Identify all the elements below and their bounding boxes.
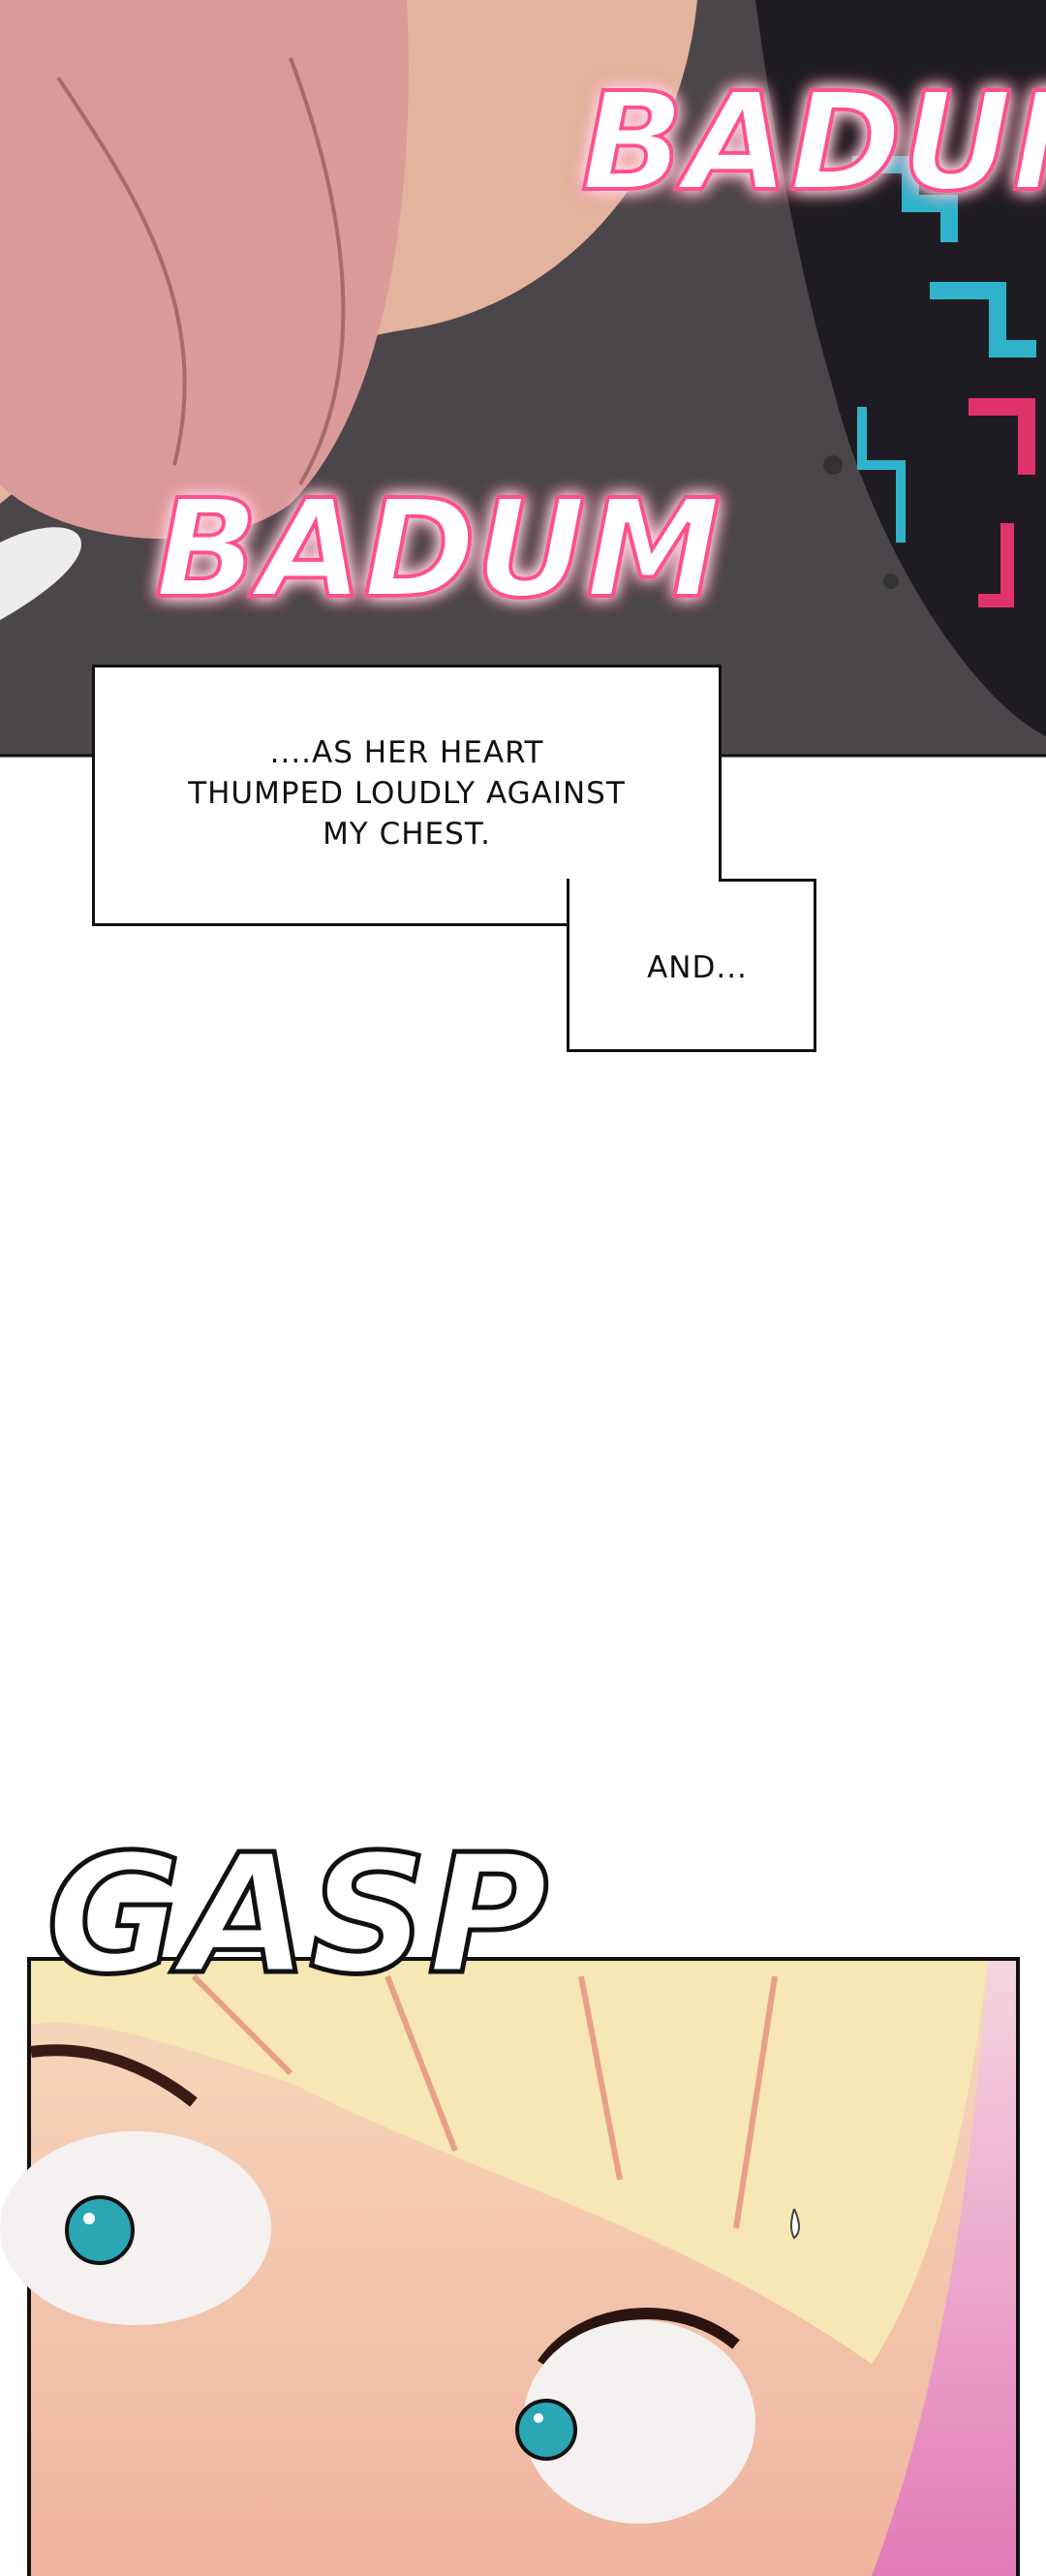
bottom-panel: GASP [0, 1817, 1020, 2576]
right-eye [515, 2307, 755, 2524]
caption-line: MY CHEST. [323, 817, 491, 852]
sweat-drop [790, 2208, 800, 2240]
caption-continuation-text: AND... [647, 950, 748, 985]
pink-cloth [0, 0, 409, 540]
caption-line: THUMPED LOUDLY AGAINST [188, 776, 626, 811]
hair [31, 1961, 988, 2364]
sfx-badum-1: BADUM [581, 64, 1046, 222]
caption-text: ....AS HER HEART THUMPED LOUDLY AGAINST … [155, 732, 659, 854]
caption-line: ....AS HER HEART [269, 735, 544, 770]
left-eye [0, 2131, 271, 2325]
caption-join [569, 872, 719, 924]
top-panel: BADUM BADUM [0, 0, 1046, 758]
sfx-badum-2: BADUM [155, 471, 721, 629]
sfx-gasp: GASP [46, 1819, 548, 2011]
circuit-pattern [755, 0, 1046, 736]
